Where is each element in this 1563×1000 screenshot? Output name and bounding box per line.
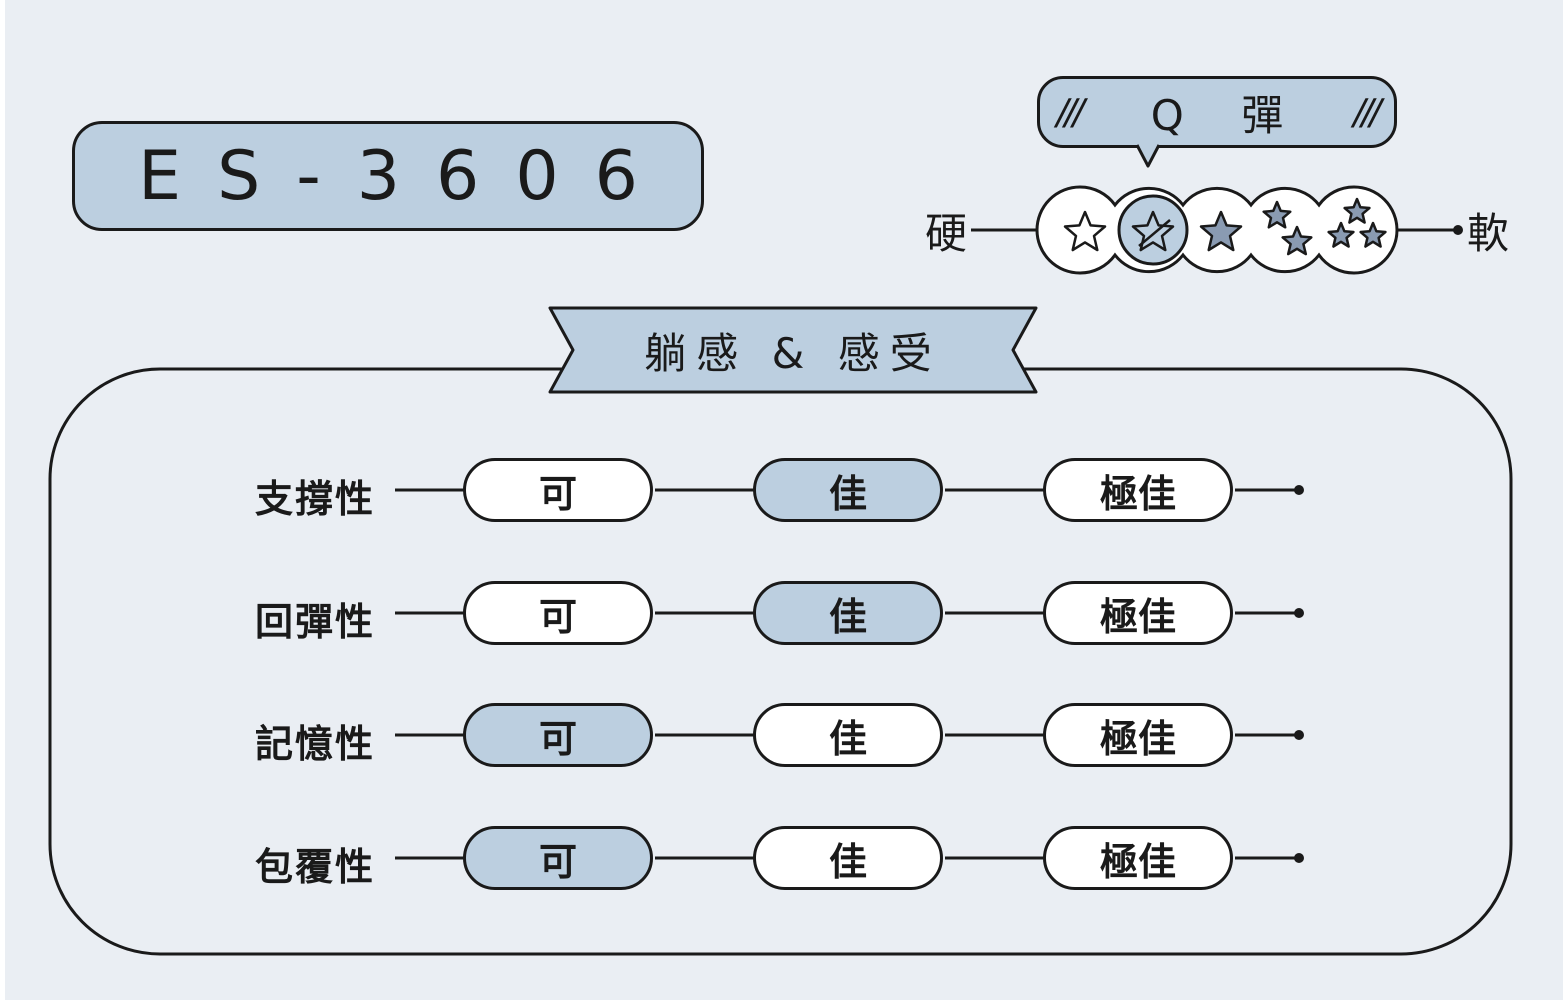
spec-card: ES-3606 /// Q 彈 /// 硬 軟 躺感 & 感受 支撐性 可 佳 <box>5 0 1563 1000</box>
firmness-scale <box>971 142 1463 275</box>
hatch-right-icon: /// <box>1353 91 1381 133</box>
metric-label: 記憶性 <box>255 722 376 766</box>
model-title-box: ES-3606 <box>72 121 704 231</box>
grade-pill: 極佳 <box>1043 826 1233 890</box>
star-level-1-icon <box>1063 210 1107 252</box>
firmness-type-label: Q 彈 <box>1150 90 1306 140</box>
grade-pill: 極佳 <box>1043 581 1233 645</box>
firmness-speech-bubble: /// Q 彈 /// <box>1037 76 1397 148</box>
rating-end-dot <box>1294 853 1304 863</box>
grade-pill: 可 <box>463 458 653 522</box>
metric-label: 支撐性 <box>255 477 376 521</box>
star-level-4-icon <box>1262 200 1313 256</box>
star-level-3-icon <box>1199 210 1243 252</box>
metric-label: 回彈性 <box>255 600 376 644</box>
rating-end-dot <box>1294 730 1304 740</box>
grade-pill: 佳 <box>753 581 943 645</box>
star-level-5-icon <box>1327 197 1387 248</box>
rating-end-dot <box>1294 608 1304 618</box>
star-level-2-icon <box>1131 210 1175 252</box>
rating-end-dot <box>1294 485 1304 495</box>
grade-pill: 可 <box>463 703 653 767</box>
grade-pill: 佳 <box>753 458 943 522</box>
grade-pill: 可 <box>463 581 653 645</box>
feel-panel-graphics <box>48 306 1513 956</box>
section-banner <box>548 306 1038 394</box>
rating-lines <box>395 485 1304 863</box>
hatch-left-icon: /// <box>1056 91 1084 133</box>
grade-pill: 佳 <box>753 826 943 890</box>
grade-pill: 極佳 <box>1043 458 1233 522</box>
hard-label: 硬 <box>925 209 968 258</box>
grade-pill: 可 <box>463 826 653 890</box>
metric-label: 包覆性 <box>255 845 376 889</box>
bubble-tail <box>1135 144 1161 168</box>
grade-pill: 佳 <box>753 703 943 767</box>
section-title: 躺感 & 感受 <box>644 328 942 378</box>
grade-pill: 極佳 <box>1043 703 1233 767</box>
scale-end-dot <box>1453 225 1463 235</box>
soft-label: 軟 <box>1467 209 1510 258</box>
model-title: ES-3606 <box>138 136 674 216</box>
